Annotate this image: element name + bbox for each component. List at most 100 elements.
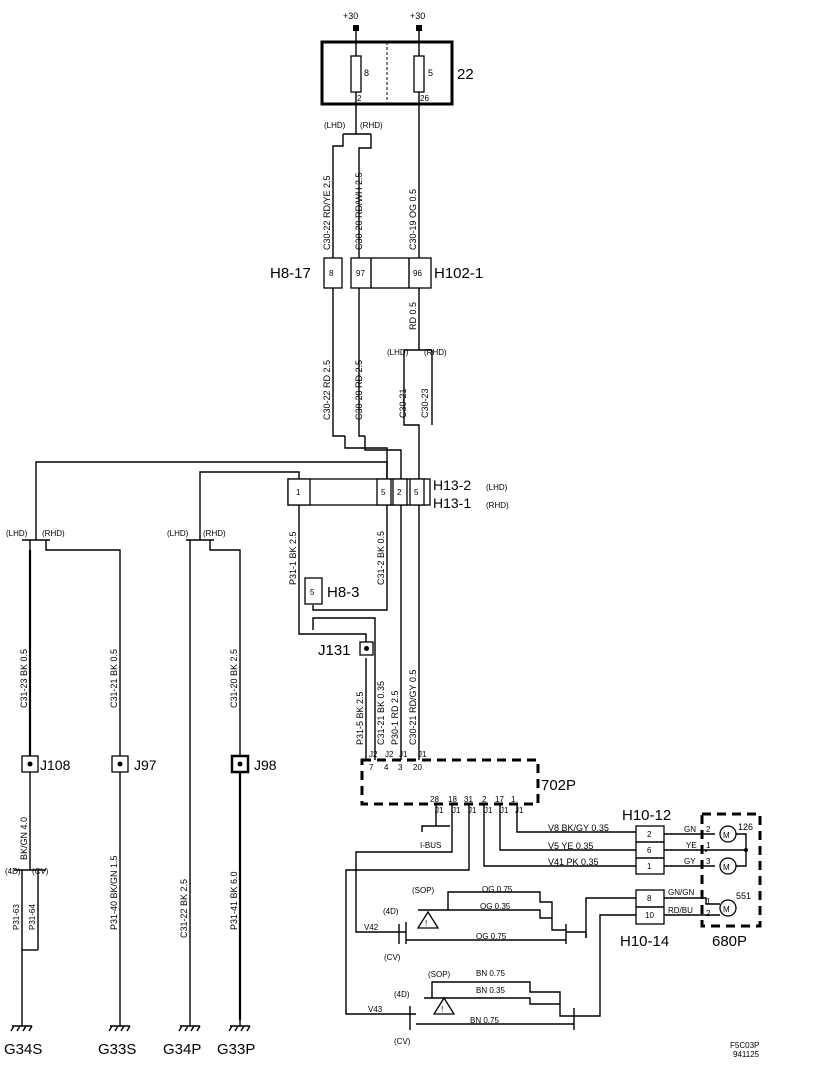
svg-text:J1: J1 [515, 806, 524, 815]
pin-h8-3-5: 5 [310, 588, 315, 597]
pin-702-j1a: J1 [399, 750, 408, 759]
label-motor-551: 551 [736, 891, 751, 901]
label-h13-1-rhd: (RHD) [486, 501, 509, 510]
svg-text:J1: J1 [468, 806, 477, 815]
label-680p: 680P [712, 933, 747, 950]
pin-h10-12-1: 1 [647, 862, 652, 871]
fuse-box-id: 22 [457, 66, 474, 83]
label-ibus: I-BUS [420, 841, 441, 850]
motor-icon-3 [719, 899, 737, 917]
pin-702-3: 3 [398, 763, 403, 772]
label-j97: J97 [134, 757, 157, 773]
wire-gy: GY [684, 857, 696, 866]
wire-bkgn-40: BK/GN 4.0 [19, 817, 29, 860]
wire-p31-64: P31-64 [28, 904, 37, 930]
wire-ye: YE [686, 841, 697, 850]
svg-text:J1: J1 [484, 806, 493, 815]
wire-c31-21-035: C31-21 BK 0.35 [376, 681, 386, 745]
svg-text:M: M [723, 905, 730, 914]
wire-c31-20: C31-20 BK 2.5 [229, 649, 239, 708]
pin-702-7: 7 [369, 763, 374, 772]
variant-lhd-top: (LHD) [324, 121, 346, 130]
wire-v5: V5 YE 0.35 [548, 841, 593, 851]
ground-icon-g34s [10, 1020, 33, 1032]
variant-cv-2: (CV) [394, 1037, 411, 1046]
label-h13-1: H13-1 [433, 495, 471, 511]
svg-text:J1: J1 [452, 806, 461, 815]
wire-c30-20-rdwh: C30-20 RD/WH 2.5 [354, 172, 364, 250]
svg-text:M: M [723, 863, 730, 872]
svg-text:M: M [723, 831, 730, 840]
pin-h8-17-8: 8 [329, 269, 334, 278]
fuse-pin-2: 2 [357, 94, 362, 103]
svg-text:!: ! [425, 919, 427, 928]
pin-m-2: 2 [706, 825, 711, 834]
variant-lhd-mid: (LHD) [387, 348, 409, 357]
label-h10-14: H10-14 [620, 933, 669, 950]
label-g33p: G33P [217, 1041, 255, 1058]
wire-p30-1: P30-1 RD 2.5 [390, 690, 400, 745]
warning-icon-sop-2 [432, 996, 456, 1015]
variant-4d-1: (4D) [383, 907, 399, 916]
label-h13-2: H13-2 [433, 477, 471, 493]
pin-702-2: 2 [482, 795, 487, 804]
pin-702-17: 17 [495, 795, 504, 804]
fuse-number-8: 8 [364, 68, 369, 78]
supply-label-left: +30 [343, 11, 358, 21]
pin-702-j1b: J1 [418, 750, 427, 759]
fuse-box-22 [320, 25, 454, 258]
label-h102-1: H102-1 [434, 265, 483, 282]
pin-h10-12-6: 6 [647, 846, 652, 855]
variant-4d-2: (4D) [394, 990, 410, 999]
pin-702-28: 28 [430, 795, 439, 804]
wire-c31-23: C31-23 BK 0.5 [19, 649, 29, 708]
label-h8-3: H8-3 [327, 584, 360, 601]
pin-h102-97: 97 [356, 269, 365, 278]
variant-rhd-top: (RHD) [360, 121, 383, 130]
pin-702-j2a: J2 [369, 750, 378, 759]
variant-sop-1: (SOP) [412, 886, 435, 895]
wire-c31-22: C31-22 BK 2.5 [179, 879, 189, 938]
label-h13-2-lhd: (LHD) [486, 483, 508, 492]
variant-rhd-left: (RHD) [42, 529, 65, 538]
pin-h102-96: 96 [413, 269, 422, 278]
footer-code-2: 941125 [733, 1050, 760, 1059]
label-g34p: G34P [163, 1041, 201, 1058]
wire-bn-035: BN 0.35 [476, 986, 505, 995]
label-motor-126: 126 [738, 822, 753, 832]
wire-p31-5: P31-5 BK 2.5 [355, 691, 365, 745]
fuse-pin-26: 26 [420, 94, 429, 103]
pin-m-1: 1 [706, 841, 711, 850]
wire-c30-21-rdgy: C30-21 RD/GY 0.5 [408, 670, 418, 745]
pin-m-2b: 2 [706, 909, 711, 918]
svg-text:!: ! [441, 1005, 443, 1014]
variant-rhd-mid: (RHD) [424, 348, 447, 357]
label-v43: V43 [368, 1005, 383, 1014]
pin-702-20: 20 [413, 763, 422, 772]
label-j131: J131 [318, 642, 351, 659]
pin-m-1b: 1 [706, 897, 711, 906]
supply-label-right: +30 [410, 11, 425, 21]
fuse-8 [350, 55, 362, 93]
pin-702-j2b: J2 [385, 750, 394, 759]
label-j108: J108 [40, 757, 71, 773]
label-g33s: G33S [98, 1041, 136, 1058]
svg-text:J1: J1 [435, 806, 444, 815]
pin-702-1: 1 [511, 795, 516, 804]
wire-og-075-b: OG 0.75 [476, 932, 507, 941]
variant-lhd-right: (LHD) [167, 529, 189, 538]
wire-p31-1: P31-1 BK 2.5 [288, 531, 298, 585]
pin-h10-14-10: 10 [645, 911, 654, 920]
wire-c30-20-rd: C30-20 RD 2.5 [354, 360, 364, 420]
variant-cv-left: (CV) [32, 867, 49, 876]
wire-c31-21-05: C31-21 BK 0.5 [109, 649, 119, 708]
module-702p [360, 758, 540, 806]
variant-lhd-left: (LHD) [6, 529, 28, 538]
wire-v41: V41 PK 0.35 [548, 857, 599, 867]
pin-702-31: 31 [464, 795, 473, 804]
fuse-number-5: 5 [428, 68, 433, 78]
wire-p31-63: P31-63 [12, 904, 21, 930]
module-680p [700, 812, 762, 928]
wire-c30-22-rd: C30-22 RD 2.5 [322, 360, 332, 420]
